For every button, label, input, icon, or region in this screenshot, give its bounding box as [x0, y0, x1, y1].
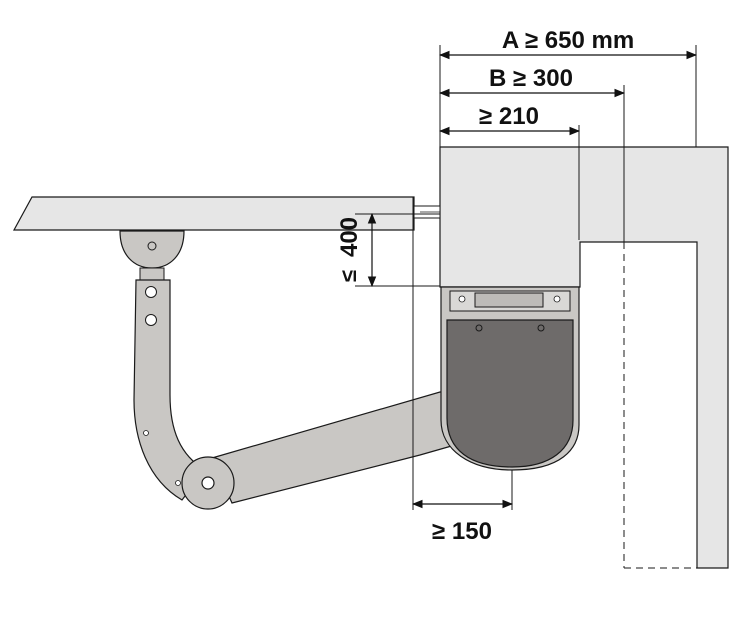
dim-label-a: A ≥ 650 mm: [502, 27, 634, 54]
hinge-pin: [413, 205, 441, 219]
cover-screw-left: [475, 324, 483, 332]
gate-bracket: [119, 230, 185, 281]
motor-cover: [446, 319, 574, 468]
articulated-arm: [133, 279, 456, 504]
dim-label-e-value: 400: [336, 217, 363, 257]
cover-screw-right: [537, 324, 545, 332]
dim-label-b: B ≥ 300: [489, 65, 573, 92]
gate-leaf: [12, 196, 415, 231]
dim-label-e-symbol: ≤: [336, 270, 361, 282]
dim-label-d: ≥ 150: [432, 518, 492, 545]
elbow-joint: [181, 456, 235, 510]
dim-label-c: ≥ 210: [479, 103, 539, 130]
